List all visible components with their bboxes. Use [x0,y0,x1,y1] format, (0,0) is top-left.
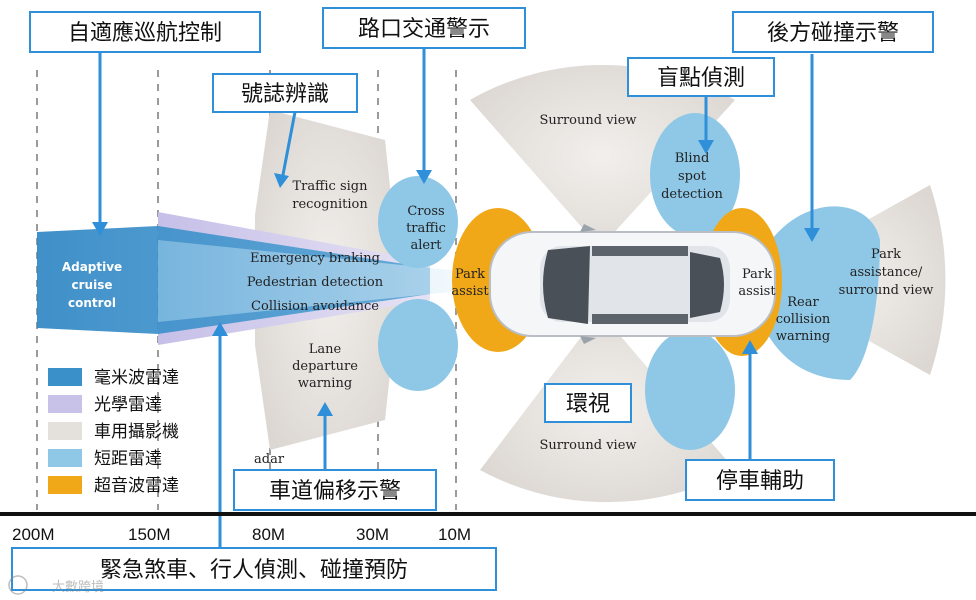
zone-label-park-rear: Park assist [738,267,776,299]
svg-text:號誌辨識: 號誌辨識 [241,82,329,107]
distance-label-10m: 10M [438,525,471,544]
svg-text:Pedestrian detection: Pedestrian detection [247,275,384,290]
legend-swatch-camera [48,422,82,440]
svg-text:spot: spot [678,169,707,184]
callout-emergency: 緊急煞車、行人偵測、碰撞預防 [11,547,497,591]
svg-text:cruise: cruise [72,278,113,292]
legend-swatch-lidar [48,395,82,413]
zone-label-park-surround: Park assistance/ surround view [839,247,934,298]
svg-text:環視: 環視 [566,392,610,417]
svg-text:Park: Park [871,247,901,262]
svg-text:後方碰撞示警: 後方碰撞示警 [767,21,899,46]
svg-text:Adaptive: Adaptive [62,260,122,274]
callout-acc: 自適應巡航控制 [29,11,261,53]
distance-label-150m: 150M [128,525,171,544]
svg-text:collision: collision [776,312,831,327]
svg-text:warning: warning [298,376,352,391]
legend-label-camera: 車用攝影機 [94,422,179,442]
zone-label-traffic-sign: Traffic sign recognition [292,179,368,212]
svg-text:Traffic sign: Traffic sign [293,179,369,194]
zone-label-lane: Lane departure warning [292,342,358,391]
zone-label-rear-collision: Rear collision warning [776,295,831,344]
svg-text:車道偏移示警: 車道偏移示警 [269,479,401,504]
distance-label-200m: 200M [12,525,55,544]
svg-text:recognition: recognition [292,197,368,212]
svg-text:緊急煞車、行人偵測、碰撞預防: 緊急煞車、行人偵測、碰撞預防 [100,558,408,583]
svg-text:大數跨境: 大數跨境 [52,580,104,595]
watermark: 大數跨境 [8,575,104,595]
svg-text:traffic: traffic [406,221,446,236]
front-short-radar-zone-bottom [378,299,458,391]
callout-parking: 停車輔助 [685,459,835,501]
callout-traffic-sign: 號誌辨識 [212,73,358,113]
zone-label-adaptive: Adaptive cruise control [62,260,122,310]
svg-text:Lane: Lane [309,342,342,357]
blind-spot-radar-zone [650,113,740,237]
legend: 毫米波雷達 光學雷達 車用攝影機 短距雷達 超音波雷達 [48,368,179,496]
distance-labels: 200M 150M 80M 30M 10M [12,525,471,544]
svg-text:Collision avoidance: Collision avoidance [251,299,379,314]
zone-label-park-front: Park assist [451,267,489,299]
legend-swatch-ultrasonic [48,476,82,494]
legend-label-mmwave-radar: 毫米波雷達 [94,368,179,388]
zone-label-blind-spot: Blind spot detection [661,151,723,202]
svg-text:停車輔助: 停車輔助 [716,469,804,494]
radar-beam [158,240,470,322]
svg-text:Park: Park [455,267,485,282]
legend-label-lidar: 光學雷達 [94,395,162,415]
svg-text:departure: departure [292,359,358,374]
legend-label-ultrasonic: 超音波雷達 [94,476,179,496]
svg-text:warning: warning [776,329,830,344]
zone-label-surround-bottom: Surround view [539,438,636,453]
svg-text:assistance/: assistance/ [850,265,923,280]
svg-text:Blind: Blind [675,151,710,166]
legend-swatch-short-radar [48,449,82,467]
svg-text:control: control [68,296,116,310]
legend-label-short-radar: 短距雷達 [94,449,162,469]
cross-traffic-radar-zone [378,176,458,268]
svg-text:路口交通警示: 路口交通警示 [358,17,490,42]
callout-blind-spot: 盲點偵測 [627,57,775,97]
svg-text:盲點偵測: 盲點偵測 [657,66,745,91]
zone-label-surround-top: Surround view [539,113,636,128]
rear-collision-radar-zone [750,206,880,380]
legend-swatch-mmwave-radar [48,368,82,386]
car [489,224,776,344]
callout-surround: 環視 [544,383,632,423]
svg-text:surround view: surround view [839,283,934,298]
svg-text:assist: assist [451,284,489,299]
callout-rear-warning: 後方碰撞示警 [732,11,934,53]
distance-label-30m: 30M [356,525,389,544]
zone-label-emergency: Emergency braking Pedestrian detection C… [247,251,384,314]
callout-arrows [92,46,820,548]
svg-text:Cross: Cross [407,204,444,219]
svg-text:assist: assist [738,284,776,299]
svg-text:自適應巡航控制: 自適應巡航控制 [68,20,222,46]
callout-cross-traffic: 路口交通警示 [322,7,526,49]
distance-label-80m: 80M [252,525,285,544]
svg-text:alert: alert [410,238,442,253]
svg-text:Emergency braking: Emergency braking [250,251,380,266]
surround-view-zone-top [470,65,735,248]
zone-label-adar-fragment: adar [254,452,285,467]
svg-text:Park: Park [742,267,772,282]
svg-text:Rear: Rear [787,295,819,310]
zone-label-cross-traffic: Cross traffic alert [406,204,446,253]
callout-lane-departure: 車道偏移示警 [233,469,437,511]
rear-left-radar-zone [645,330,735,450]
svg-text:detection: detection [661,187,723,202]
